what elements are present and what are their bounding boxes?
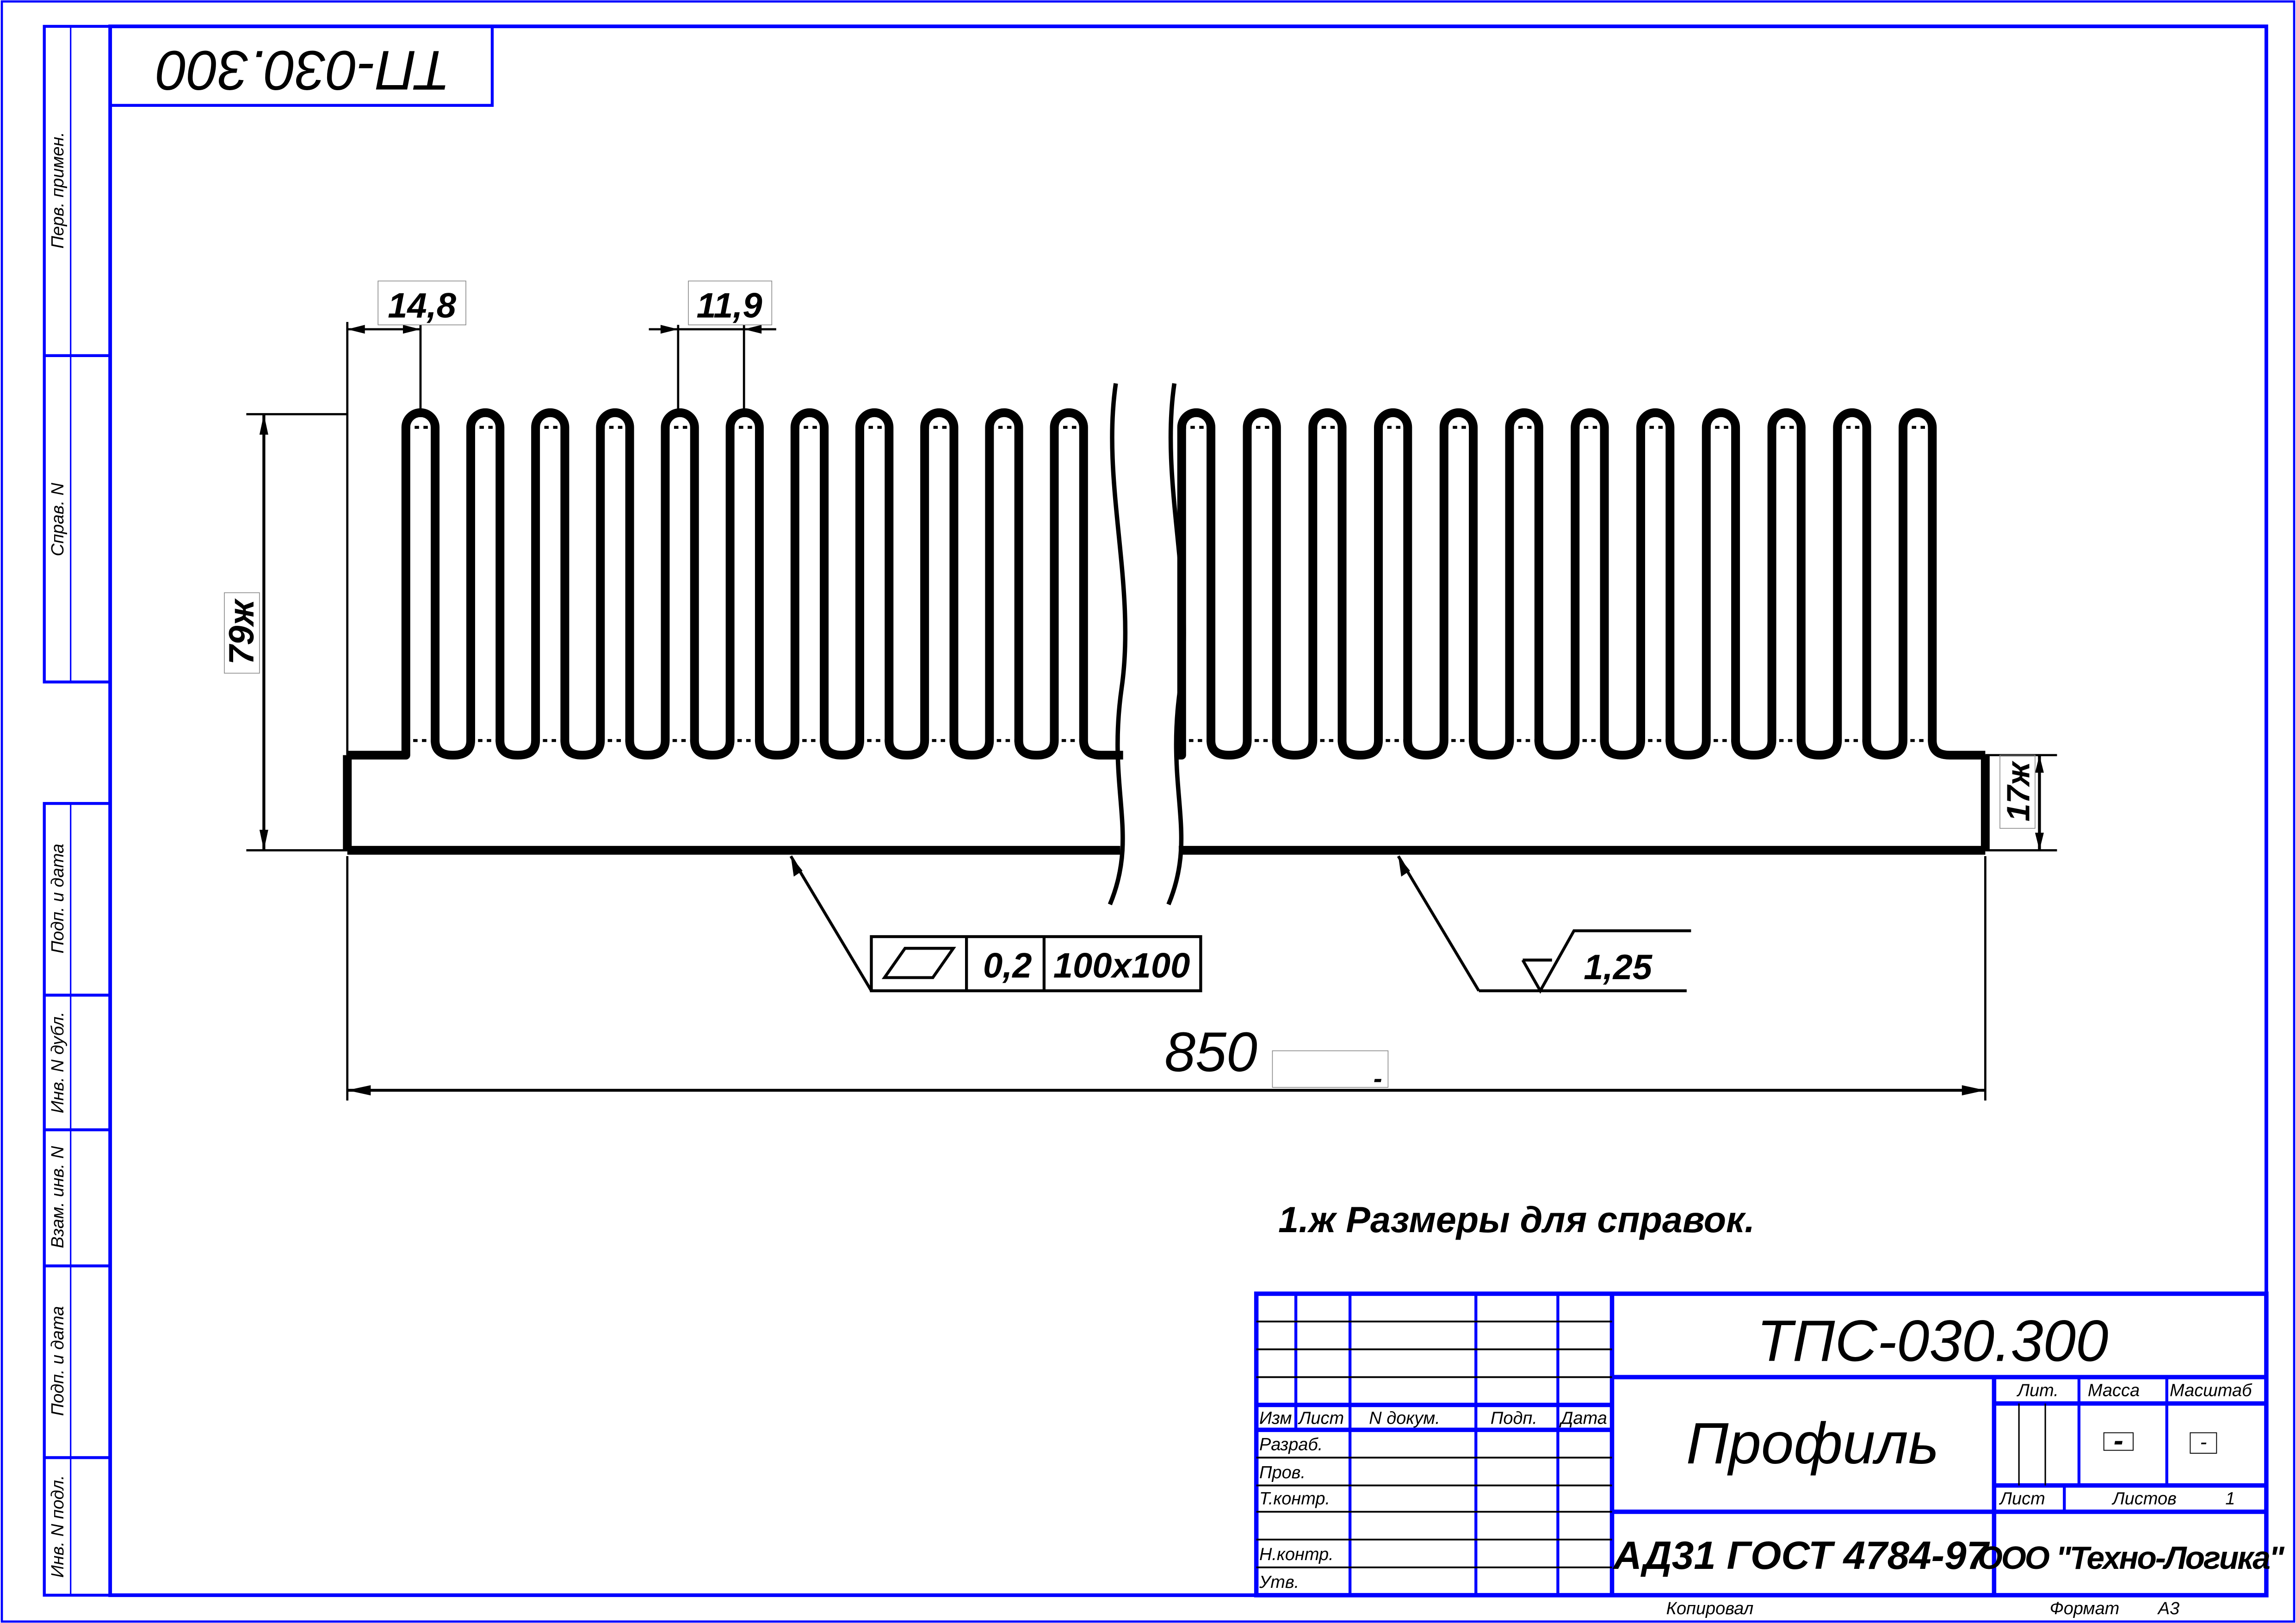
side-label-inv-dubl: Инв. N дубл.: [48, 1012, 68, 1113]
side-label-podp-2: Подп. и дата: [48, 1306, 68, 1416]
top-stamp: ТП-030.300: [108, 25, 494, 107]
dimension-79: 79ж: [222, 413, 347, 852]
svg-text:14,8: 14,8: [388, 286, 457, 326]
svg-text:-: -: [2114, 1425, 2123, 1457]
svg-text:17ж: 17ж: [2000, 760, 2036, 821]
flatness-icon: [881, 947, 956, 979]
fins-left: [347, 408, 1123, 760]
svg-text:-: -: [1374, 1064, 1382, 1093]
organization: ООО "Техно-Логика": [1978, 1540, 2285, 1576]
designation: ТПС-030.300: [1757, 1308, 2108, 1374]
side-label-vzam: Взам. инв. N: [48, 1146, 68, 1248]
side-label-inv-podl: Инв. N подл.: [48, 1475, 68, 1578]
svg-text:Листов: Листов: [2111, 1489, 2177, 1509]
break-line-right: [1166, 383, 1186, 906]
side-label-sprav: Справ. N: [48, 482, 68, 556]
side-label-podp-1: Подп. и дата: [48, 844, 68, 954]
svg-text:-: -: [2200, 1431, 2207, 1453]
profile-drawing: [343, 383, 1990, 906]
dimension-11-9: 11,9: [649, 280, 776, 417]
svg-text:100x100: 100x100: [1053, 946, 1190, 986]
svg-text:Т.контр.: Т.контр.: [1259, 1489, 1330, 1509]
svg-text:Подп.: Подп.: [1491, 1409, 1537, 1428]
svg-text:Дата: Дата: [1559, 1409, 1607, 1428]
flatness-tolerance-frame: 0,2 100x100: [789, 855, 1202, 993]
svg-text:1: 1: [2225, 1489, 2235, 1509]
note-text: 1.ж Размеры для справок.: [1278, 1199, 1755, 1240]
dimension-17: 17ж: [1985, 754, 2057, 852]
svg-text:Лит.: Лит.: [2016, 1381, 2059, 1401]
part-name: Профиль: [1686, 1410, 1939, 1476]
title-block: Изм Лист N докум. Подп. Дата Разраб. Про…: [1254, 1291, 2286, 1618]
svg-text:Пров.: Пров.: [1259, 1463, 1306, 1482]
svg-text:Формат: Формат: [2050, 1599, 2120, 1618]
fins-right: [1176, 408, 1986, 760]
svg-text:Утв.: Утв.: [1259, 1573, 1299, 1592]
svg-text:Копировал: Копировал: [1666, 1599, 1754, 1618]
break-line-left: [1108, 383, 1128, 906]
fin-outline: [347, 408, 1123, 760]
roughness-symbol: 1,25: [1397, 855, 1691, 994]
dimension-14-8: 14,8: [346, 280, 466, 755]
svg-text:0,2: 0,2: [983, 946, 1032, 986]
svg-text:850: 850: [1164, 1021, 1257, 1083]
svg-text:11,9: 11,9: [696, 286, 762, 326]
material: АД31 ГОСТ 4784-97: [1612, 1534, 1990, 1578]
svg-text:Масштаб: Масштаб: [2170, 1381, 2253, 1401]
dimension-850: 850 -: [346, 856, 1987, 1101]
fin-outline: [1176, 408, 1986, 760]
svg-text:Лист: Лист: [1297, 1409, 1344, 1428]
svg-text:Изм: Изм: [1259, 1409, 1292, 1428]
svg-text:N докум.: N докум.: [1369, 1409, 1440, 1428]
svg-text:А3: А3: [2157, 1599, 2179, 1618]
roughness-icon: [1521, 929, 1691, 994]
svg-text:Н.контр.: Н.контр.: [1259, 1545, 1334, 1564]
svg-text:1,25: 1,25: [1584, 948, 1653, 987]
top-stamp-text: ТП-030.300: [156, 39, 450, 101]
svg-text:79ж: 79ж: [222, 598, 261, 665]
svg-text:Разраб.: Разраб.: [1259, 1435, 1323, 1455]
side-strip: Перв. примен. Справ. N Подп. и дата Инв.…: [43, 25, 112, 1597]
svg-text:Масса: Масса: [2088, 1381, 2140, 1401]
svg-text:Лист: Лист: [1999, 1489, 2045, 1509]
side-label-perv: Перв. примен.: [48, 132, 68, 248]
